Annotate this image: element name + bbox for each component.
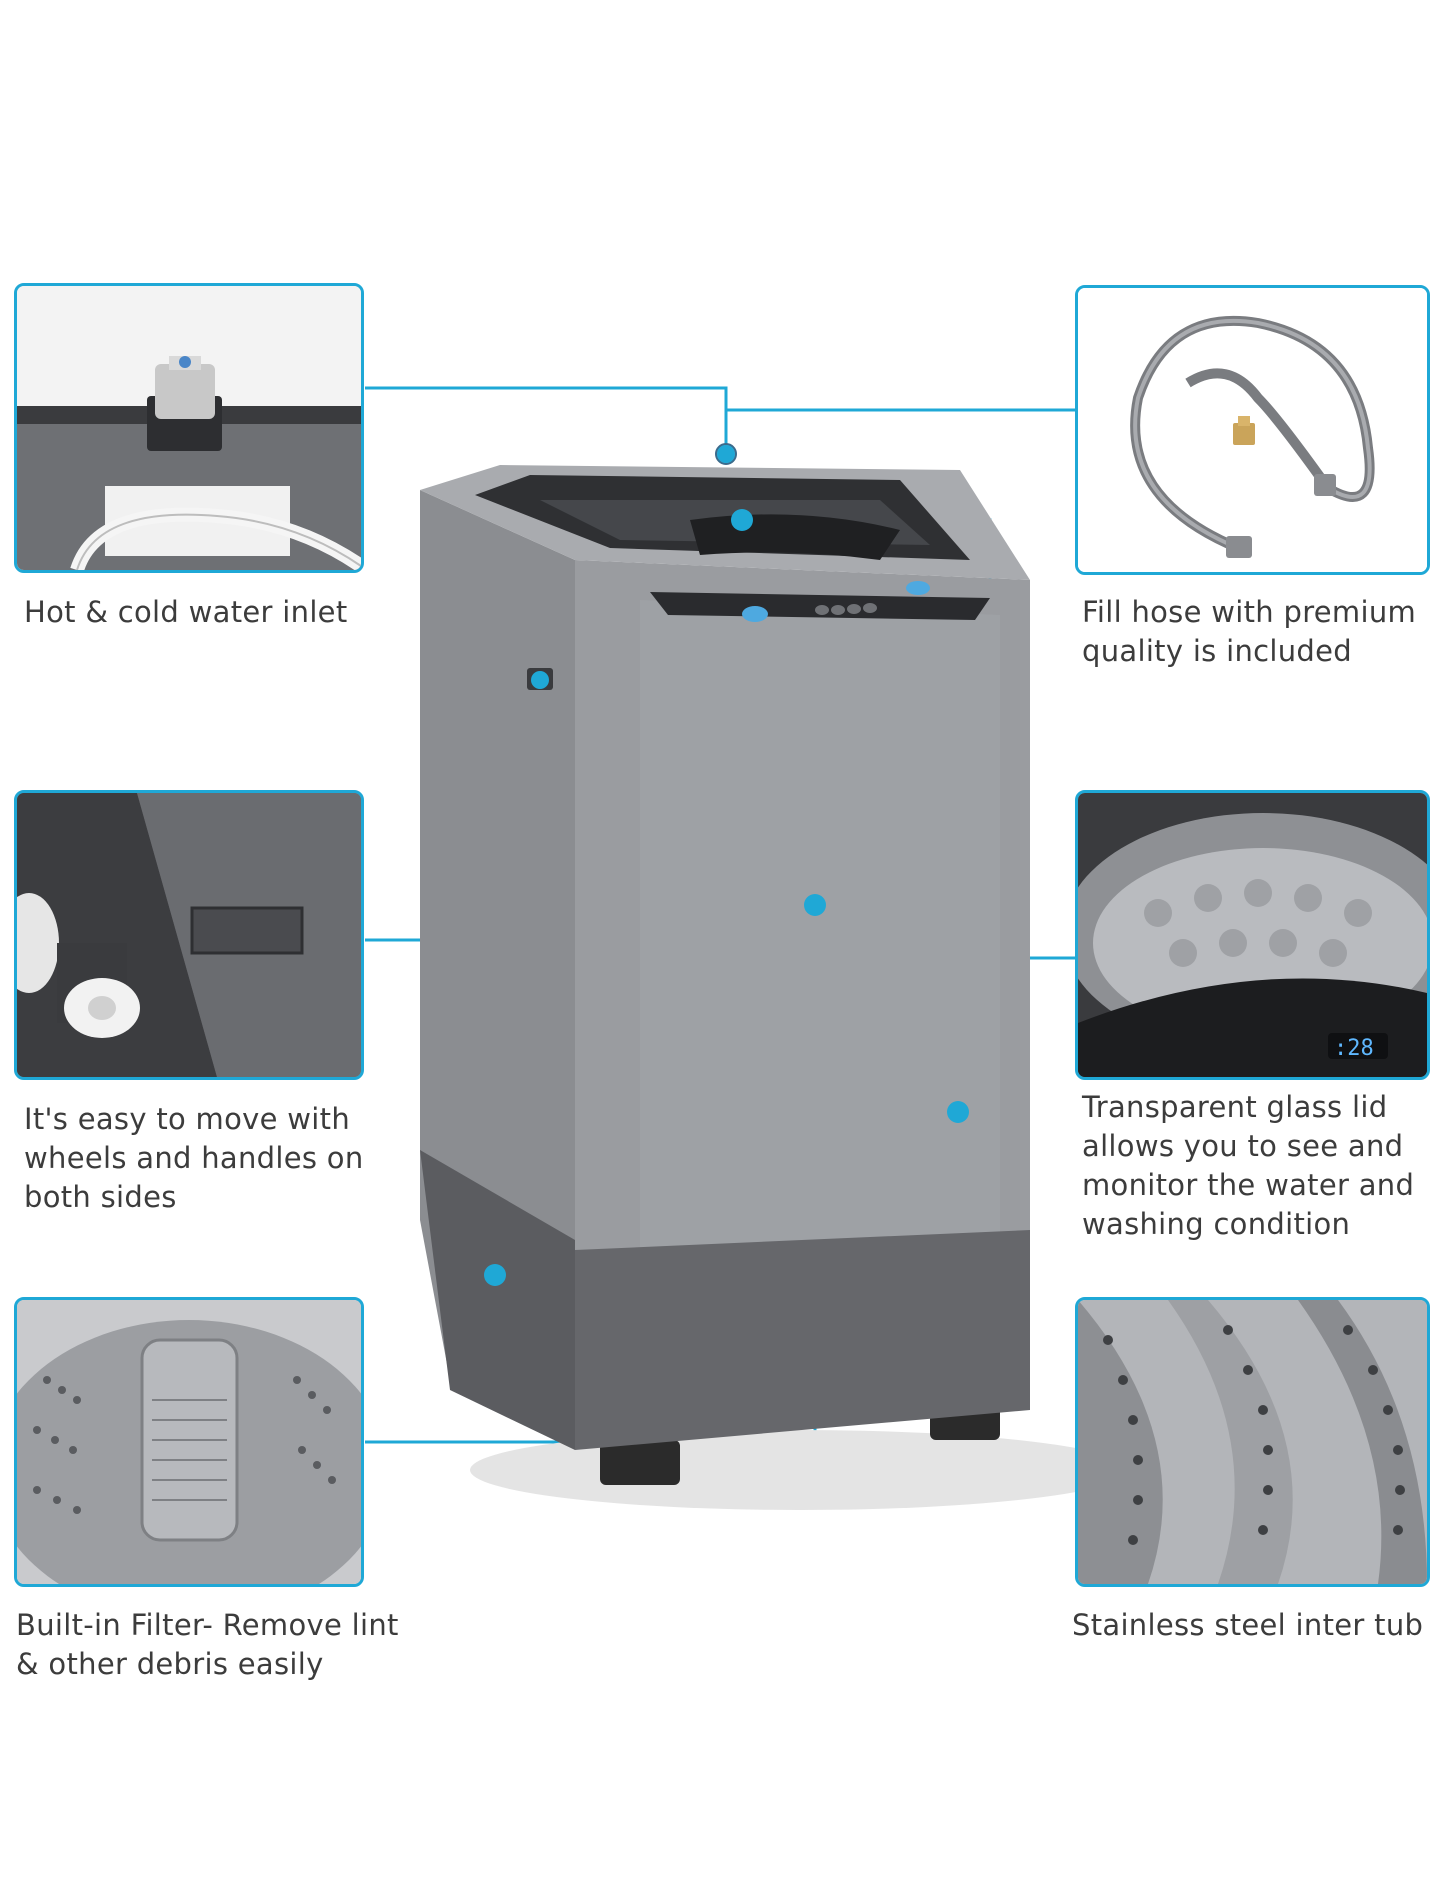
lid-callout-dot xyxy=(731,509,753,531)
water-inlet-caption: Hot & cold water inlet xyxy=(24,595,348,629)
glass-lid-photo-icon: :28 xyxy=(1078,793,1427,1077)
tub-callout-dot xyxy=(947,1101,969,1123)
steel-tub-caption: Stainless steel inter tub xyxy=(1072,1608,1424,1642)
filter-panel xyxy=(14,1297,364,1587)
fill-hose-panel xyxy=(1075,285,1430,575)
glass-lid-caption: Transparent glass lid allows you to see … xyxy=(1082,1090,1415,1241)
filter-caption: Built-in Filter- Remove lint & other deb… xyxy=(16,1608,399,1681)
display-readout: :28 xyxy=(1334,1036,1374,1061)
water-inlet-panel xyxy=(14,283,364,573)
handle-callout-dot xyxy=(531,671,549,689)
wheel-callout-dot xyxy=(484,1264,506,1286)
steel-tub-panel xyxy=(1075,1297,1430,1587)
fill-hose-photo-icon xyxy=(1078,288,1427,572)
inlet-callout-dot xyxy=(717,445,735,463)
filter-callout-dot xyxy=(804,894,826,916)
fill-hose-caption: Fill hose with premium quality is includ… xyxy=(1082,595,1417,668)
wheels-panel xyxy=(14,790,364,1080)
steel-tub-photo-icon xyxy=(1078,1300,1427,1584)
filter-photo-icon xyxy=(17,1300,361,1584)
water-inlet-photo-icon xyxy=(17,286,361,570)
glass-lid-panel: :28 xyxy=(1075,790,1430,1080)
wheels-caption: It's easy to move with wheels and handle… xyxy=(24,1102,364,1214)
wheels-handles-photo-icon xyxy=(17,793,361,1077)
